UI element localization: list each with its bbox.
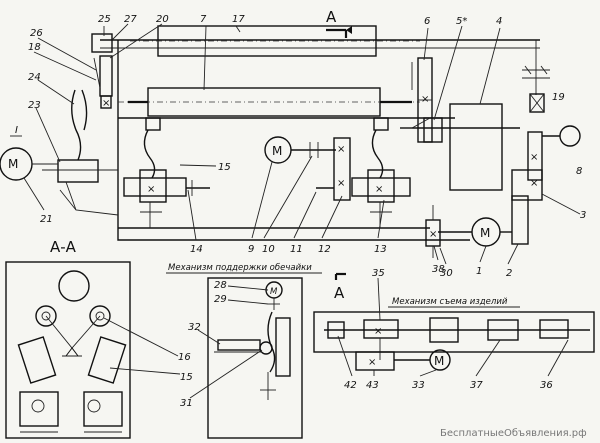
svg-text:×: × xyxy=(368,357,376,368)
callout-36: 36 xyxy=(540,380,553,391)
callout-29: 29 xyxy=(214,294,227,305)
section-mark-top: А xyxy=(326,8,352,38)
callout-13: 13 xyxy=(374,244,387,255)
svg-text:×: × xyxy=(421,94,429,105)
callout-16: 16 xyxy=(178,352,191,363)
callout-38: 38 xyxy=(432,264,445,275)
callout-21: 21 xyxy=(40,214,53,225)
callout-15: 15 xyxy=(218,162,231,173)
gear-train-6-5: × xyxy=(400,57,443,143)
callout-leaders xyxy=(23,23,581,399)
callout-6: 6 xyxy=(424,16,430,27)
svg-text:М: М xyxy=(434,354,444,368)
callout-37: 37 xyxy=(470,380,483,391)
callout-27: 27 xyxy=(124,14,137,25)
removal-mechanism: Механизм съема изделий × × М xyxy=(313,297,595,371)
svg-text:М: М xyxy=(8,157,18,171)
svg-text:×: × xyxy=(429,229,437,240)
callout-2: 2 xyxy=(506,268,512,279)
gearbox-4 xyxy=(449,103,503,191)
callout-32: 32 xyxy=(188,322,201,333)
callout-26: 26 xyxy=(30,28,43,39)
motor-8 xyxy=(559,125,581,147)
brake-19 xyxy=(522,40,550,113)
callout-9: 9 xyxy=(248,244,254,255)
watermark-text: БесплатныеОбъявления.рф xyxy=(440,428,587,439)
svg-text:×: × xyxy=(102,98,110,109)
callout-30: 30 xyxy=(440,268,453,279)
callout-35: 35 xyxy=(372,268,385,279)
section-letter-top: А xyxy=(326,8,337,26)
svg-text:×: × xyxy=(530,178,538,189)
callout-12: 12 xyxy=(318,244,331,255)
removal-caption: Механизм съема изделий xyxy=(392,297,508,307)
callout-31: 31 xyxy=(180,398,193,409)
callout-4: 4 xyxy=(496,16,502,27)
section-mark-bottom: А xyxy=(334,272,346,302)
main-motor-1: М × xyxy=(425,205,512,258)
callout-11: 11 xyxy=(290,244,303,255)
callout-14: 14 xyxy=(190,244,203,255)
callout-23: 23 xyxy=(28,100,41,111)
callout-20: 20 xyxy=(156,14,169,25)
svg-text:×: × xyxy=(147,184,155,195)
section-letter-bottom: А xyxy=(334,284,345,302)
callout-33: 33 xyxy=(412,380,425,391)
left-carriage: М I xyxy=(0,89,119,216)
support-mechanism: Механизм поддержки обечайки М xyxy=(166,263,322,439)
callout-5: 5* xyxy=(456,16,467,27)
callout-28: 28 xyxy=(214,280,227,291)
section-aa-view: А-А xyxy=(5,238,131,439)
svg-text:×: × xyxy=(530,152,538,163)
callout-24: 24 xyxy=(28,72,41,83)
callout-numbers: 25 27 20 26 18 24 23 7 17 6 5* 4 19 8 3 … xyxy=(28,14,586,409)
svg-text:×: × xyxy=(337,178,345,189)
callout-19: 19 xyxy=(552,92,565,103)
callout-42: 42 xyxy=(344,380,357,391)
svg-text:М: М xyxy=(272,144,282,158)
svg-text:×: × xyxy=(374,326,382,337)
roll-17 xyxy=(130,25,420,57)
callout-17: 17 xyxy=(232,14,245,25)
svg-text:×: × xyxy=(337,144,345,155)
svg-text:М: М xyxy=(480,226,490,240)
callout-15-aa: 15 xyxy=(180,372,193,383)
clamp-assembly: × xyxy=(91,33,113,109)
callout-43: 43 xyxy=(366,380,379,391)
callout-7: 7 xyxy=(200,14,207,25)
callout-1: 1 xyxy=(476,266,482,277)
callout-18: 18 xyxy=(28,42,41,53)
left-gearbox-15: × xyxy=(123,117,210,228)
roman-label: I xyxy=(15,125,18,136)
callout-3: 3 xyxy=(580,210,586,221)
svg-text:×: × xyxy=(375,184,383,195)
roll-7 xyxy=(118,87,420,117)
support-caption: Механизм поддержки обечайки xyxy=(168,263,312,273)
main-frame xyxy=(100,39,540,241)
callout-8: 8 xyxy=(576,166,582,177)
belt-drive-3: × × xyxy=(511,125,581,245)
callout-25: 25 xyxy=(98,14,111,25)
section-aa-title: А-А xyxy=(50,238,77,256)
right-gearbox-13: × xyxy=(351,117,411,228)
callout-10: 10 xyxy=(262,244,275,255)
svg-text:М: М xyxy=(270,287,278,297)
central-drive: М × × xyxy=(264,136,351,201)
